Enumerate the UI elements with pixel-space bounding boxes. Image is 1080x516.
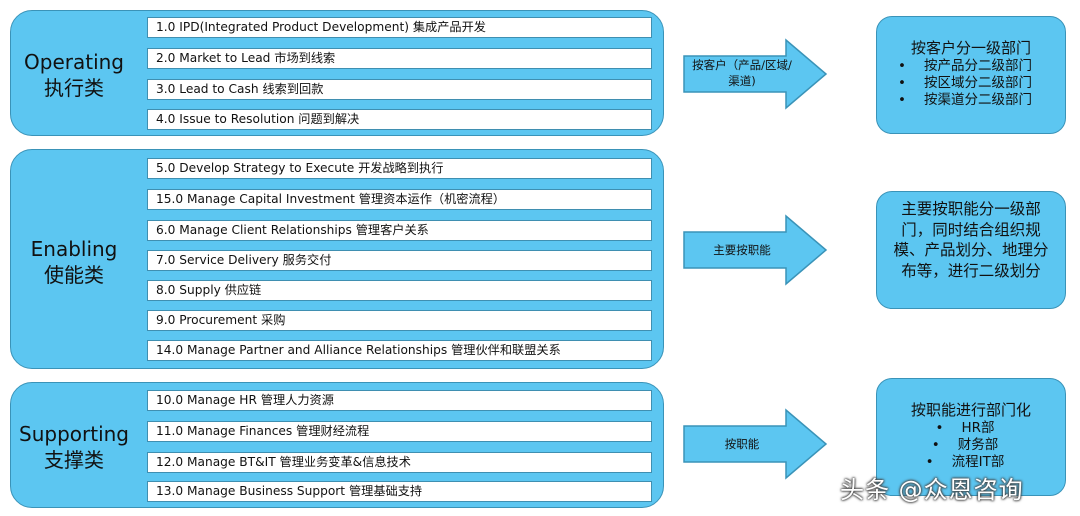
bullet-list: 按产品分二级部门 按区域分二级部门 按渠道分二级部门 xyxy=(877,58,1065,109)
process-item: 15.0 Manage Capital Investment 管理资本运作（机密… xyxy=(147,189,652,210)
process-item: 12.0 Manage BT&IT 管理业务变革&信息技术 xyxy=(147,452,652,473)
group-enabling: Enabling 使能类 5.0 Develop Strategy to Exe… xyxy=(10,149,664,369)
arrow-enabling xyxy=(683,214,828,286)
group-label-en: Enabling xyxy=(30,237,118,261)
bullet-item: 流程IT部 xyxy=(877,454,1065,471)
process-item: 4.0 Issue to Resolution 问题到解决 xyxy=(147,109,652,130)
arrow-label-supporting: 按职能 xyxy=(724,437,760,451)
group-label-en: Supporting xyxy=(19,422,129,446)
box-title: 按客户分一级部门 xyxy=(910,39,1031,57)
group-label-enabling: Enabling 使能类 xyxy=(11,236,137,288)
process-item: 9.0 Procurement 采购 xyxy=(147,310,652,331)
process-item: 7.0 Service Delivery 服务交付 xyxy=(147,250,652,271)
box-text: 主要按职能分一级部门，同时结合组织规模、产品划分、地理分布等，进行二级划分 xyxy=(893,200,1049,280)
group-operating: Operating 执行类 1.0 IPD(Integrated Product… xyxy=(10,10,664,136)
arrow-supporting xyxy=(683,408,828,480)
process-item: 11.0 Manage Finances 管理财经流程 xyxy=(147,421,652,442)
process-item: 5.0 Develop Strategy to Execute 开发战略到执行 xyxy=(147,158,652,179)
arrow-operating xyxy=(683,38,828,110)
bullet-list: HR部 财务部 流程IT部 xyxy=(877,420,1065,471)
group-label-supporting: Supporting 支撑类 xyxy=(11,421,137,473)
process-item: 8.0 Supply 供应链 xyxy=(147,280,652,301)
box-title: 按职能进行部门化 xyxy=(910,401,1031,419)
group-label-zh: 使能类 xyxy=(44,263,104,287)
arrow-label-operating: 按客户（产品/区域/渠道) xyxy=(692,58,792,88)
box-operating: 按客户分一级部门 按产品分二级部门 按区域分二级部门 按渠道分二级部门 xyxy=(876,16,1066,134)
bullet-item: 按产品分二级部门 xyxy=(877,58,1065,75)
process-item: 1.0 IPD(Integrated Product Development) … xyxy=(147,17,652,38)
process-item: 14.0 Manage Partner and Alliance Relatio… xyxy=(147,340,652,361)
bullet-item: 按渠道分二级部门 xyxy=(877,92,1065,109)
process-item: 6.0 Manage Client Relationships 管理客户关系 xyxy=(147,220,652,241)
process-item: 13.0 Manage Business Support 管理基础支持 xyxy=(147,481,652,502)
bullet-item: 财务部 xyxy=(877,437,1065,454)
process-item: 2.0 Market to Lead 市场到线索 xyxy=(147,48,652,69)
box-supporting: 按职能进行部门化 HR部 财务部 流程IT部 xyxy=(876,378,1066,496)
process-item: 3.0 Lead to Cash 线索到回款 xyxy=(147,79,652,100)
process-item: 10.0 Manage HR 管理人力资源 xyxy=(147,390,652,411)
group-label-zh: 支撑类 xyxy=(44,448,104,472)
group-label-operating: Operating 执行类 xyxy=(11,49,137,101)
group-label-en: Operating xyxy=(24,50,124,74)
group-label-zh: 执行类 xyxy=(44,76,104,100)
bullet-item: 按区域分二级部门 xyxy=(877,75,1065,92)
bullet-item: HR部 xyxy=(877,420,1065,437)
watermark: 头条 @众恩咨询 xyxy=(840,476,1024,504)
group-supporting: Supporting 支撑类 10.0 Manage HR 管理人力资源 11.… xyxy=(10,382,664,508)
arrow-label-enabling: 主要按职能 xyxy=(713,243,771,257)
box-enabling: 主要按职能分一级部门，同时结合组织规模、产品划分、地理分布等，进行二级划分 xyxy=(876,191,1066,309)
